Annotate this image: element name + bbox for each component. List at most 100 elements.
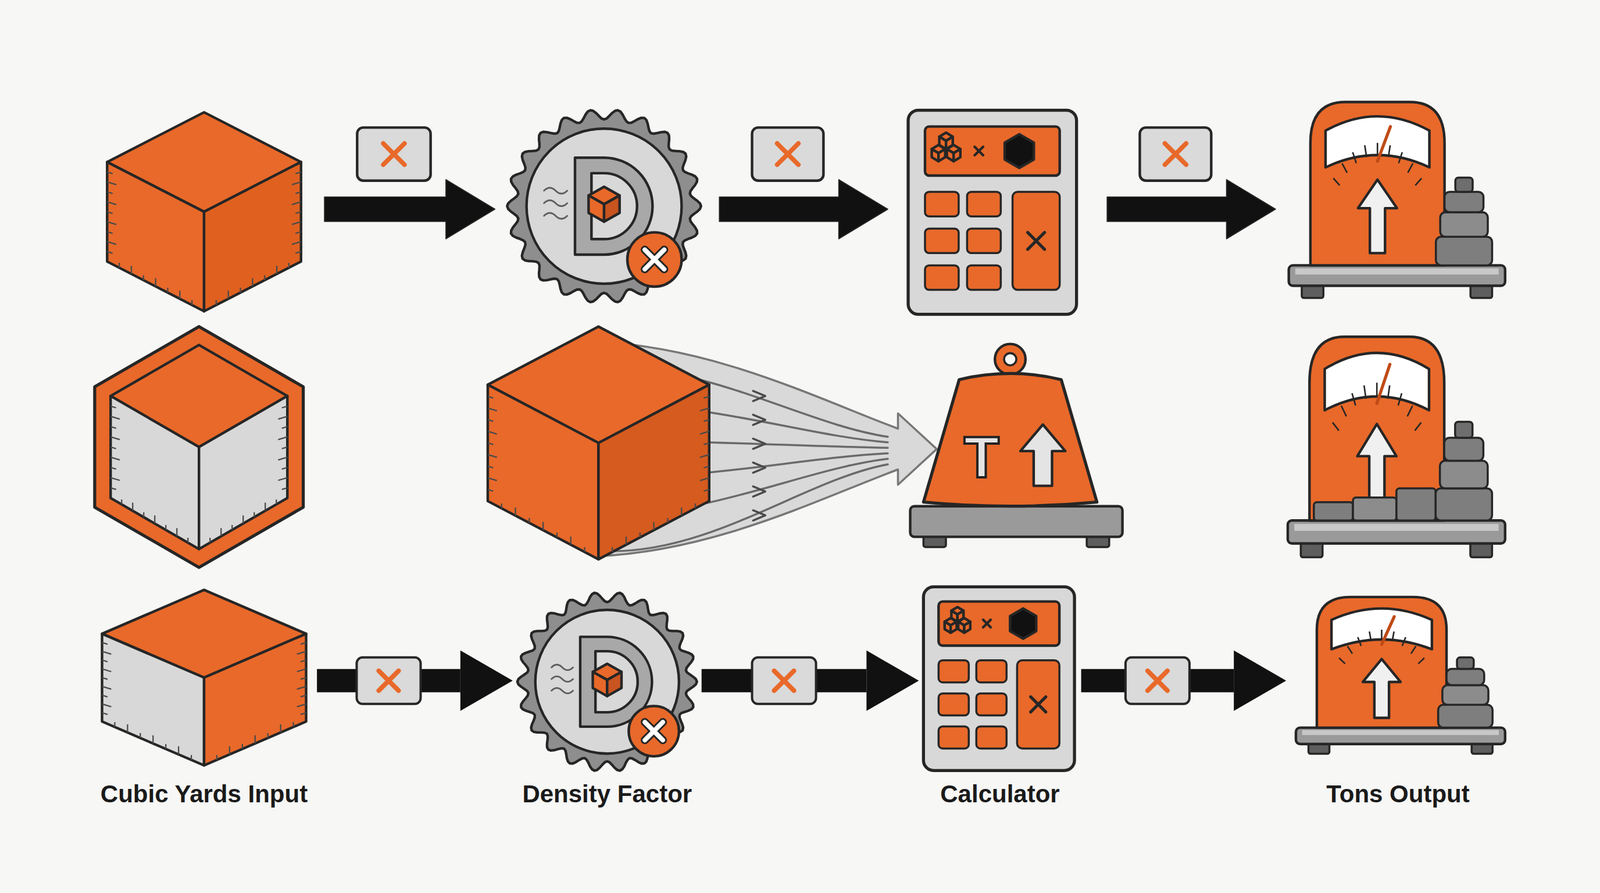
ruler-tick [281,467,288,470]
ruler-tick [110,436,120,440]
ruler-tick [106,201,117,205]
ruler-tick [666,518,669,523]
ruler-tick [106,172,113,174]
dial-needle [1381,616,1395,645]
dial-tick [1415,178,1422,186]
ruler-tick [110,406,116,409]
cube-right-face [950,621,957,633]
ruler-tick [703,489,709,492]
cube-right-face [598,384,709,560]
calculator-key [966,191,1001,217]
flow-connector [316,650,513,712]
ruler-tick [139,733,141,738]
weight-block [1446,669,1485,686]
dial-tick [1398,152,1403,164]
dial-tick [1376,143,1379,156]
ruler-tick [131,502,134,512]
motion-wave [544,200,568,207]
ruler-tick [487,489,494,492]
up-arrow-symbol [1020,424,1066,486]
scale-body [1316,597,1447,728]
dial-tick [1341,163,1348,173]
cube-left-face [102,633,205,766]
ruler-tick [110,456,120,460]
ruler-tick [700,454,710,458]
scale-dial [1324,352,1429,411]
dial-tick [1332,422,1339,431]
x-symbol [774,670,795,691]
ruler-tick [165,525,167,530]
dial-needle [1377,126,1391,162]
icon-node: Cubic Yards Input [95,590,313,810]
calculator-key [1016,660,1060,749]
x-symbol [383,143,405,166]
ruler-tick [106,191,113,194]
ruler-tick [253,512,255,517]
ruler-tick [102,669,112,673]
ruler-tick [110,467,116,470]
scale-base [1295,727,1506,745]
ruler-tick [297,704,307,707]
ruler-tick [281,487,288,490]
multiply-badge [356,657,421,705]
ruler-tick [700,408,710,412]
ruler-tick [300,642,306,645]
ruler-tick [694,503,696,509]
motion-wave [544,187,568,194]
flow-arrow [719,179,888,239]
icon-node: Density Factor [517,591,698,809]
dial-tick [1418,658,1424,664]
ruler-tick [703,419,709,422]
ruler-tick [143,512,145,517]
ruler-tick [106,221,117,225]
x-symbol [644,722,663,741]
weight-block [1440,461,1488,489]
dial-tick [1363,385,1366,399]
dial-tick [1333,178,1340,186]
x-symbol [1147,670,1168,691]
ruler-tick [177,746,180,755]
x-symbol [644,250,664,270]
ruler-tick [639,532,641,538]
scale-base [910,506,1123,538]
ruler-tick [263,275,266,280]
ruler-tick [542,522,544,531]
hexagon-frame [94,326,304,568]
dial-tick [1387,385,1390,399]
dial-needle [1376,364,1390,404]
motion-wave [551,676,574,682]
ruler-tick [102,712,108,715]
ruler-tick [106,251,113,254]
icon-node: Tons Output [1290,597,1506,810]
x-symbol [983,619,991,628]
multiply-badge [628,705,679,757]
gear-rim [517,593,698,771]
ruler-tick [652,522,655,531]
scale-body [1310,102,1445,266]
ruler-tick [487,396,494,399]
scale-base-strip [1294,523,1499,531]
scale-dial [1331,608,1432,650]
ruler-tick [514,507,516,516]
ruler-tick [106,231,113,234]
ruler-tick [110,487,116,490]
multiply-badge [1125,657,1190,705]
weight-ring [994,344,1026,375]
flow-arrow [1106,179,1276,239]
multiply-badge [356,127,431,181]
ruler-tick [209,537,211,543]
ruler-tick [703,466,709,469]
cube-right-face [964,621,971,633]
ruler-tick [570,536,572,545]
ruler-tick [291,241,302,245]
ruler-tick [295,251,301,254]
multiply-badge [1139,127,1212,181]
ruler-tick [239,287,241,293]
flow-connector [701,650,920,712]
ruler-tick [130,265,132,274]
weight-block [1444,191,1484,213]
ruler-tick [120,499,123,505]
x-symbol [777,143,799,166]
ruler-tick [487,408,498,412]
